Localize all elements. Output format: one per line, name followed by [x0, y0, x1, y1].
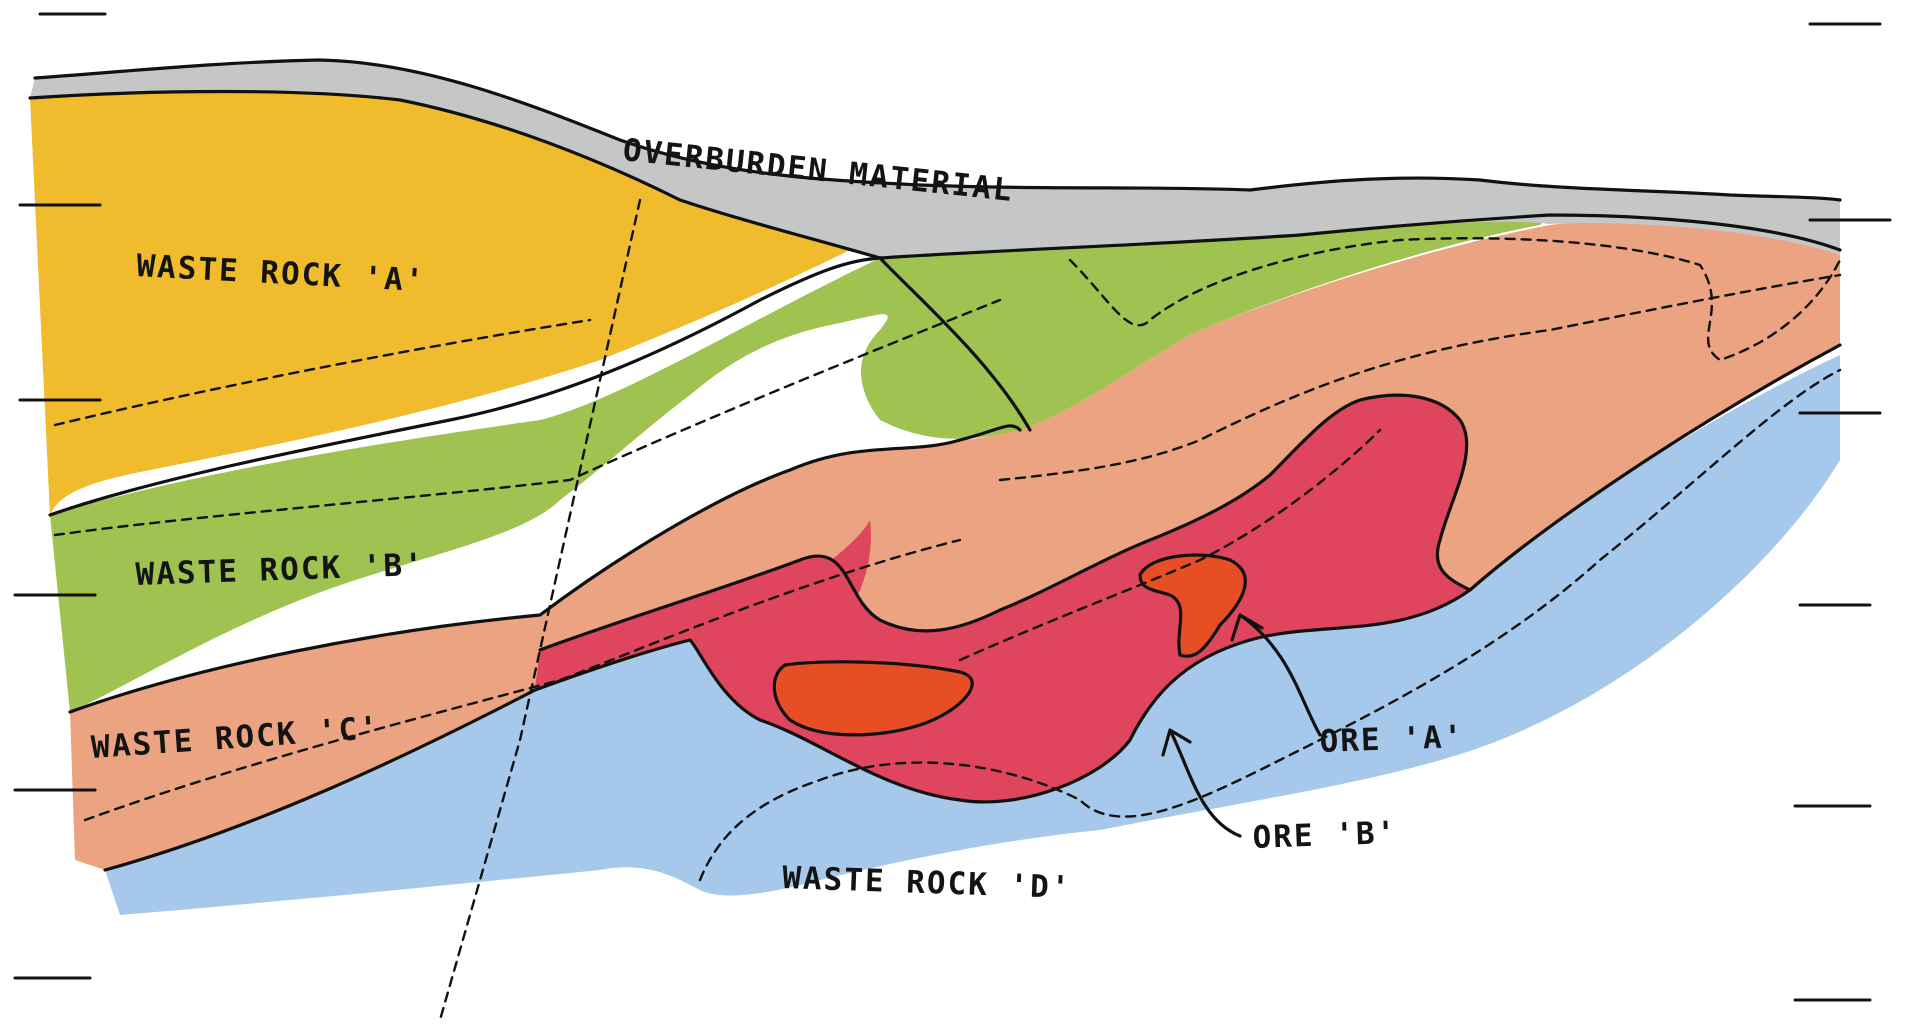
ore-b-label: ORE 'B'	[1252, 815, 1398, 856]
ore-a-label: ORE 'A'	[1319, 719, 1465, 760]
waste-rock-d-label: WASTE ROCK 'D'	[782, 860, 1072, 906]
